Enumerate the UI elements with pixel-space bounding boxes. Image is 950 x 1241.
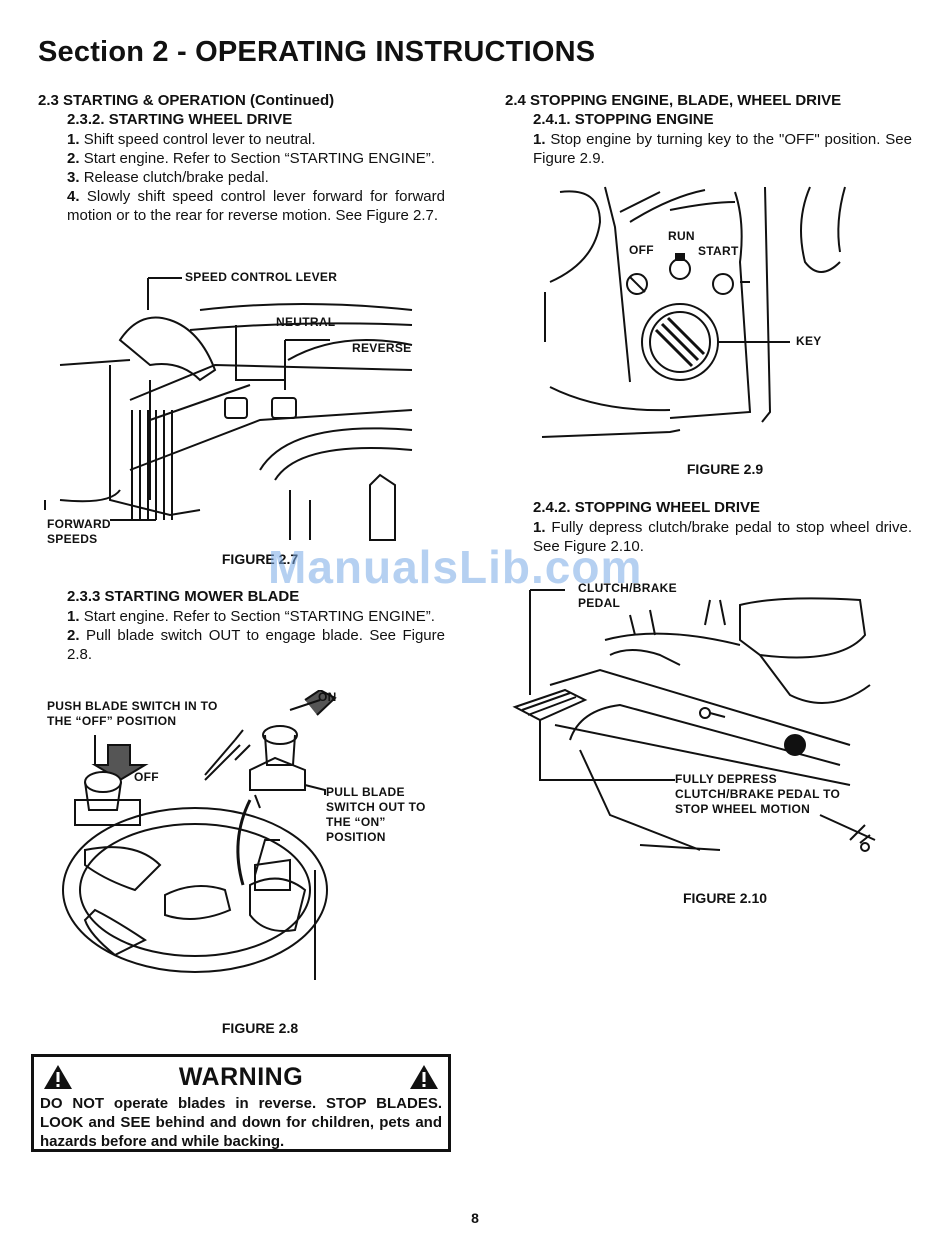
section-heading-2-4: 2.4 STOPPING ENGINE, BLADE, WHEEL DRIVE [505,92,842,109]
step-number: 2. [67,627,80,644]
fully-depress-line: CLUTCH/BRAKE PEDAL TO [675,787,841,801]
blade-switch-illustration [55,690,355,1010]
figure-2-10-caption: FIGURE 2.10 [682,890,768,906]
clutch-brake-pedal-line: CLUTCH/BRAKE [578,581,677,595]
step-number: 1. [67,131,80,148]
section-heading-2-3: 2.3 STARTING & OPERATION (Continued) [38,92,335,109]
figure-2-9-caption: FIGURE 2.9 [686,461,764,477]
steps-stopping-wheel-drive: 1. Fully depress clutch/brake pedal to s… [533,518,912,556]
step-number: 2. [67,150,80,167]
forward-speeds-line: FORWARD [47,517,111,531]
on-label: ON [318,690,337,704]
push-blade-switch-line: PUSH BLADE SWITCH IN TO [47,699,218,713]
figure-2-7-caption: FIGURE 2.7 [221,551,299,567]
pull-blade-switch-line: PULL BLADE [326,785,405,799]
subsection-heading-2-4-1: 2.4.1. STOPPING ENGINE [533,111,714,128]
subsection-heading-2-3-2: 2.3.2. STARTING WHEEL DRIVE [67,111,293,128]
step-number: 1. [533,519,546,536]
steps-starting-wheel-drive: 1. Shift speed control lever to neutral.… [67,130,445,225]
step-item: 4. Slowly shift speed control lever forw… [67,187,445,225]
step-text: Fully depress clutch/brake pedal to stop… [533,519,913,555]
step-text: Start engine. Refer to Section “STARTING… [83,150,435,167]
step-item: 2. Start engine. Refer to Section “START… [67,149,445,168]
step-item: 1. Stop engine by turning key to the "OF… [533,130,912,168]
pull-blade-switch-line: POSITION [326,830,386,844]
reverse-label: REVERSE [352,341,412,355]
speed-control-lever-label: SPEED CONTROL LEVER [185,270,338,284]
warning-box: WARNING DO NOT operate blades in reverse… [31,1054,451,1152]
pull-blade-switch-line: SWITCH OUT TO [326,800,426,814]
warning-triangle-icon [410,1065,438,1089]
warning-title: WARNING [178,1063,304,1091]
pull-blade-switch-label: PULL BLADE SWITCH OUT TO THE “ON” POSITI… [326,785,426,845]
warning-text: DO NOT operate blades in reverse. STOP B… [40,1094,442,1151]
clutch-brake-pedal-label: CLUTCH/BRAKE PEDAL [578,581,677,611]
step-item: 2. Pull blade switch OUT to engage blade… [67,626,445,664]
step-number: 1. [67,608,80,625]
fully-depress-line: FULLY DEPRESS [675,772,777,786]
warning-emphasis: DO NOT [40,1095,105,1112]
warning-triangle-icon [44,1065,72,1089]
step-text: Start engine. Refer to Section “STARTING… [83,608,435,625]
step-number: 4. [67,188,80,205]
subsection-heading-2-4-2: 2.4.2. STOPPING WHEEL DRIVE [533,499,761,516]
warning-body: operate blades in reverse. STOP BLADES. … [40,1095,442,1150]
forward-speeds-label: FORWARD SPEEDS [47,517,111,547]
key-label: KEY [796,334,822,348]
run-label: RUN [668,229,695,243]
steps-starting-mower-blade: 1. Start engine. Refer to Section “START… [67,607,445,664]
step-item: 1. Shift speed control lever to neutral. [67,130,445,149]
step-item: 3. Release clutch/brake pedal. [67,168,445,187]
steps-stopping-engine: 1. Stop engine by turning key to the "OF… [533,130,912,168]
figure-2-8-caption: FIGURE 2.8 [221,1020,299,1036]
fully-depress-line: STOP WHEEL MOTION [675,802,811,816]
page-number: 8 [471,1210,479,1226]
step-item: 1. Fully depress clutch/brake pedal to s… [533,518,912,556]
step-number: 3. [67,169,80,186]
step-text: Stop engine by turning key to the "OFF" … [533,131,912,167]
subsection-heading-2-3-3: 2.3.3 STARTING MOWER BLADE [67,588,300,605]
speed-control-lever-illustration [40,270,420,550]
push-blade-switch-label: PUSH BLADE SWITCH IN TO THE “OFF” POSITI… [47,699,218,729]
step-item: 1. Start engine. Refer to Section “START… [67,607,445,626]
step-number: 1. [533,131,546,148]
step-text: Slowly shift speed control lever forward… [67,188,445,224]
page-title: Section 2 - OPERATING INSTRUCTIONS [38,36,596,68]
off-label: OFF [134,770,159,784]
push-blade-switch-line: THE “OFF” POSITION [47,714,177,728]
start-label: START [698,244,739,258]
forward-speeds-line: SPEEDS [47,532,98,546]
watermark: ManualsLib.com [268,541,643,593]
step-text: Release clutch/brake pedal. [83,169,269,186]
step-text: Pull blade switch OUT to engage blade. S… [67,627,445,663]
ignition-key-illustration [540,182,860,444]
step-text: Shift speed control lever to neutral. [83,131,316,148]
neutral-label: NEUTRAL [276,315,336,329]
fully-depress-label: FULLY DEPRESS CLUTCH/BRAKE PEDAL TO STOP… [675,772,840,817]
clutch-brake-pedal-illustration [510,585,880,865]
clutch-brake-pedal-line: PEDAL [578,596,621,610]
off-position-label: OFF [629,243,654,257]
pull-blade-switch-line: THE “ON” [326,815,386,829]
